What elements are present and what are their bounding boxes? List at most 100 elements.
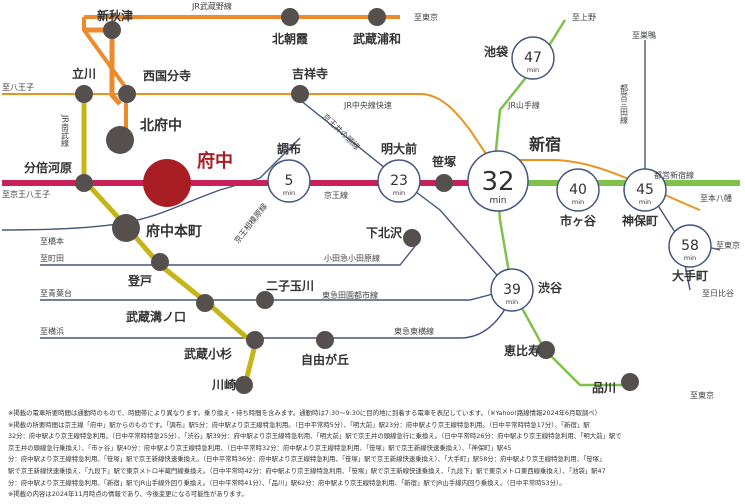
note-line: ※掲載の電車所要時間は通勤時のもので、時間帯により異なります。乗り換え・待ち時間… xyxy=(8,409,602,417)
dest-hachioji: 至八王子 xyxy=(2,83,34,92)
label-shibuya: 渋谷 xyxy=(538,280,563,295)
time-chofu-unit: min xyxy=(283,189,295,197)
time-meidaimae: 23 xyxy=(390,173,408,189)
time-ichigaya: 40 xyxy=(569,182,587,198)
station-dot-musashiurawa[interactable] xyxy=(368,8,386,26)
station-dot-shinakitsu[interactable] xyxy=(103,21,121,39)
station-dot-nishikokubunji[interactable] xyxy=(118,85,136,103)
label-kichijoji: 吉祥寺 xyxy=(292,66,328,81)
label-tachikawa: 立川 xyxy=(72,66,96,81)
label-kitaasaka: 北朝霞 xyxy=(272,31,309,46)
dest-keio-hachioji: 至京王八王子 xyxy=(2,189,50,199)
label-meidaimae: 明大前 xyxy=(381,141,417,156)
note-line: 駅で京王新線快速乗換え、「九段下」駅で東京メトロ半蔵門線乗換え。（日中平常時42… xyxy=(8,466,606,475)
station-dot-jiyugaoka[interactable] xyxy=(316,331,334,349)
note-line: 分：府中駅より京王線特急利用、「笹塚」駅で京王新線快速乗換え。（日中平常時36分… xyxy=(8,455,606,464)
station-dot-fuchuhommachi[interactable] xyxy=(112,214,140,242)
station-dot-shinagawa[interactable] xyxy=(621,373,639,391)
line-label-odakyu: 小田急小田原線 xyxy=(324,253,380,263)
station-dot-kitafuchu[interactable] xyxy=(106,126,134,154)
time-circle-otemachi[interactable] xyxy=(668,224,712,268)
time-shinjuku: 32 xyxy=(481,167,514,197)
station-dot-fuchu[interactable] xyxy=(143,159,191,207)
label-fuchu: 府中 xyxy=(197,150,233,172)
line-label-chuo: JR中央線快速 xyxy=(343,100,392,110)
note-line: 京王井の頭線急行乗換え）、「市ヶ谷」駅40分：府中駅より京王線特急利用、（日中平… xyxy=(8,443,512,452)
line-label-musashino: JR武蔵野線 xyxy=(191,1,232,11)
dest-motoyawata: 至本八幡 xyxy=(700,193,732,203)
time-circle-shibuya[interactable] xyxy=(490,268,534,312)
time-ichigaya-unit: min xyxy=(572,198,584,206)
station-dot-musashikosugi[interactable] xyxy=(246,331,264,349)
line-label-shinjuku: 都営新宿線 xyxy=(654,170,694,180)
route-map-svg: 5 min 23 min 32 min 47 min 40 min 45 min… xyxy=(1,1,740,400)
time-circle-ichigaya[interactable] xyxy=(556,168,600,212)
dest-aobadai: 至青葉台 xyxy=(40,288,72,298)
dest-yokohama: 至横浜 xyxy=(40,326,64,336)
label-futakotamagawa: 二子玉川 xyxy=(266,279,314,293)
label-shinagawa: 品川 xyxy=(592,381,616,395)
line-label-mita: 都営三田線 xyxy=(620,84,629,124)
label-jimbocho: 神保町 xyxy=(622,213,658,228)
line-nambu-gray xyxy=(1,137,301,231)
time-shinjuku-unit: min xyxy=(490,196,507,206)
line-inokashira xyxy=(299,99,511,291)
label-kawasaki: 川崎 xyxy=(211,377,236,392)
note-line: ※掲載の所要時間は京王線「府中」駅からのものです。「調布」駅5分：府中駅より京王… xyxy=(8,420,590,429)
time-circle-meidaimae[interactable] xyxy=(377,159,421,203)
dest-tokyo-top: 至東京 xyxy=(414,12,438,22)
dest-ueno: 至上野 xyxy=(572,13,596,22)
label-jiyugaoka: 自由が丘 xyxy=(301,352,349,367)
label-fuchuhommachi: 府中本町 xyxy=(146,223,202,240)
dest-tokyo-bottom: 至東京 xyxy=(690,390,714,400)
note-line: 32分：府中駅より京王線特急利用。（日中平常時特急25分）、「渋谷」駅39分：府… xyxy=(8,432,622,441)
dest-machida: 至町田 xyxy=(40,254,64,263)
label-shinjuku: 新宿 xyxy=(529,135,561,154)
label-shinakitsu: 新秋津 xyxy=(97,8,133,23)
time-circle-jimbocho[interactable] xyxy=(623,168,667,212)
line-label-toyoko: 東急東横線 xyxy=(394,326,434,336)
time-chofu: 5 xyxy=(285,173,294,189)
time-circle-chofu[interactable] xyxy=(267,159,311,203)
footnotes: ※掲載の電車所要時間は通勤時のもので、時間帯により異なります。乗り換え・待ち時間… xyxy=(8,408,738,501)
time-shibuya-unit: min xyxy=(506,298,518,306)
station-dot-tachikawa[interactable] xyxy=(75,85,93,103)
time-ikebukuro: 47 xyxy=(524,50,542,66)
time-jimbocho-unit: min xyxy=(639,198,651,206)
label-ebisu: 恵比寿 xyxy=(504,343,540,358)
dest-tokyo-right: 至東京 xyxy=(716,240,740,250)
station-dot-kitaasaka[interactable] xyxy=(281,8,299,26)
label-ichigaya: 市ヶ谷 xyxy=(560,213,597,228)
time-circle-ikebukuro[interactable] xyxy=(511,36,555,80)
time-shibuya: 39 xyxy=(503,282,521,298)
label-nishikokubunji: 西国分寺 xyxy=(143,68,191,83)
label-sasazuka: 笹塚 xyxy=(432,154,456,169)
label-otemachi: 大手町 xyxy=(672,268,708,283)
station-dot-kichijoji[interactable] xyxy=(291,85,309,103)
dest-hibiya: 至日比谷 xyxy=(702,288,734,298)
label-chofu: 調布 xyxy=(277,141,301,156)
time-meidaimae-unit: min xyxy=(393,189,405,197)
label-shimokitazawa: 下北沢 xyxy=(366,225,403,240)
station-dot-noborito[interactable] xyxy=(151,253,169,271)
time-otemachi: 58 xyxy=(681,238,699,254)
dest-sugamo: 至巣鴨 xyxy=(632,30,656,40)
station-dot-kawasaki[interactable] xyxy=(235,376,253,394)
station-dot-futakotamagawa[interactable] xyxy=(256,291,274,309)
line-label-inokashira: 京王井の頭線 xyxy=(321,111,362,152)
station-dot-musashimizonokuchi[interactable] xyxy=(196,294,214,312)
station-dot-sasazuka[interactable] xyxy=(435,174,453,192)
station-dot-shimokitazawa[interactable] xyxy=(403,229,421,247)
station-dot-ebisu[interactable] xyxy=(537,341,555,359)
time-jimbocho: 45 xyxy=(636,182,654,198)
line-label-nambu: JR南武線 xyxy=(61,114,70,147)
line-label-denentoshi: 東急田園都市線 xyxy=(322,290,378,300)
line-label-yamanote: JR山手線 xyxy=(507,100,540,110)
dest-hashimoto: 至橋本 xyxy=(40,236,64,246)
time-otemachi-unit: min xyxy=(684,254,696,262)
line-toyoko xyxy=(40,299,511,339)
station-dot-bubaigawara[interactable] xyxy=(75,174,93,192)
line-musashino-diag xyxy=(82,17,128,135)
time-circle-shinjuku[interactable] xyxy=(467,150,529,212)
